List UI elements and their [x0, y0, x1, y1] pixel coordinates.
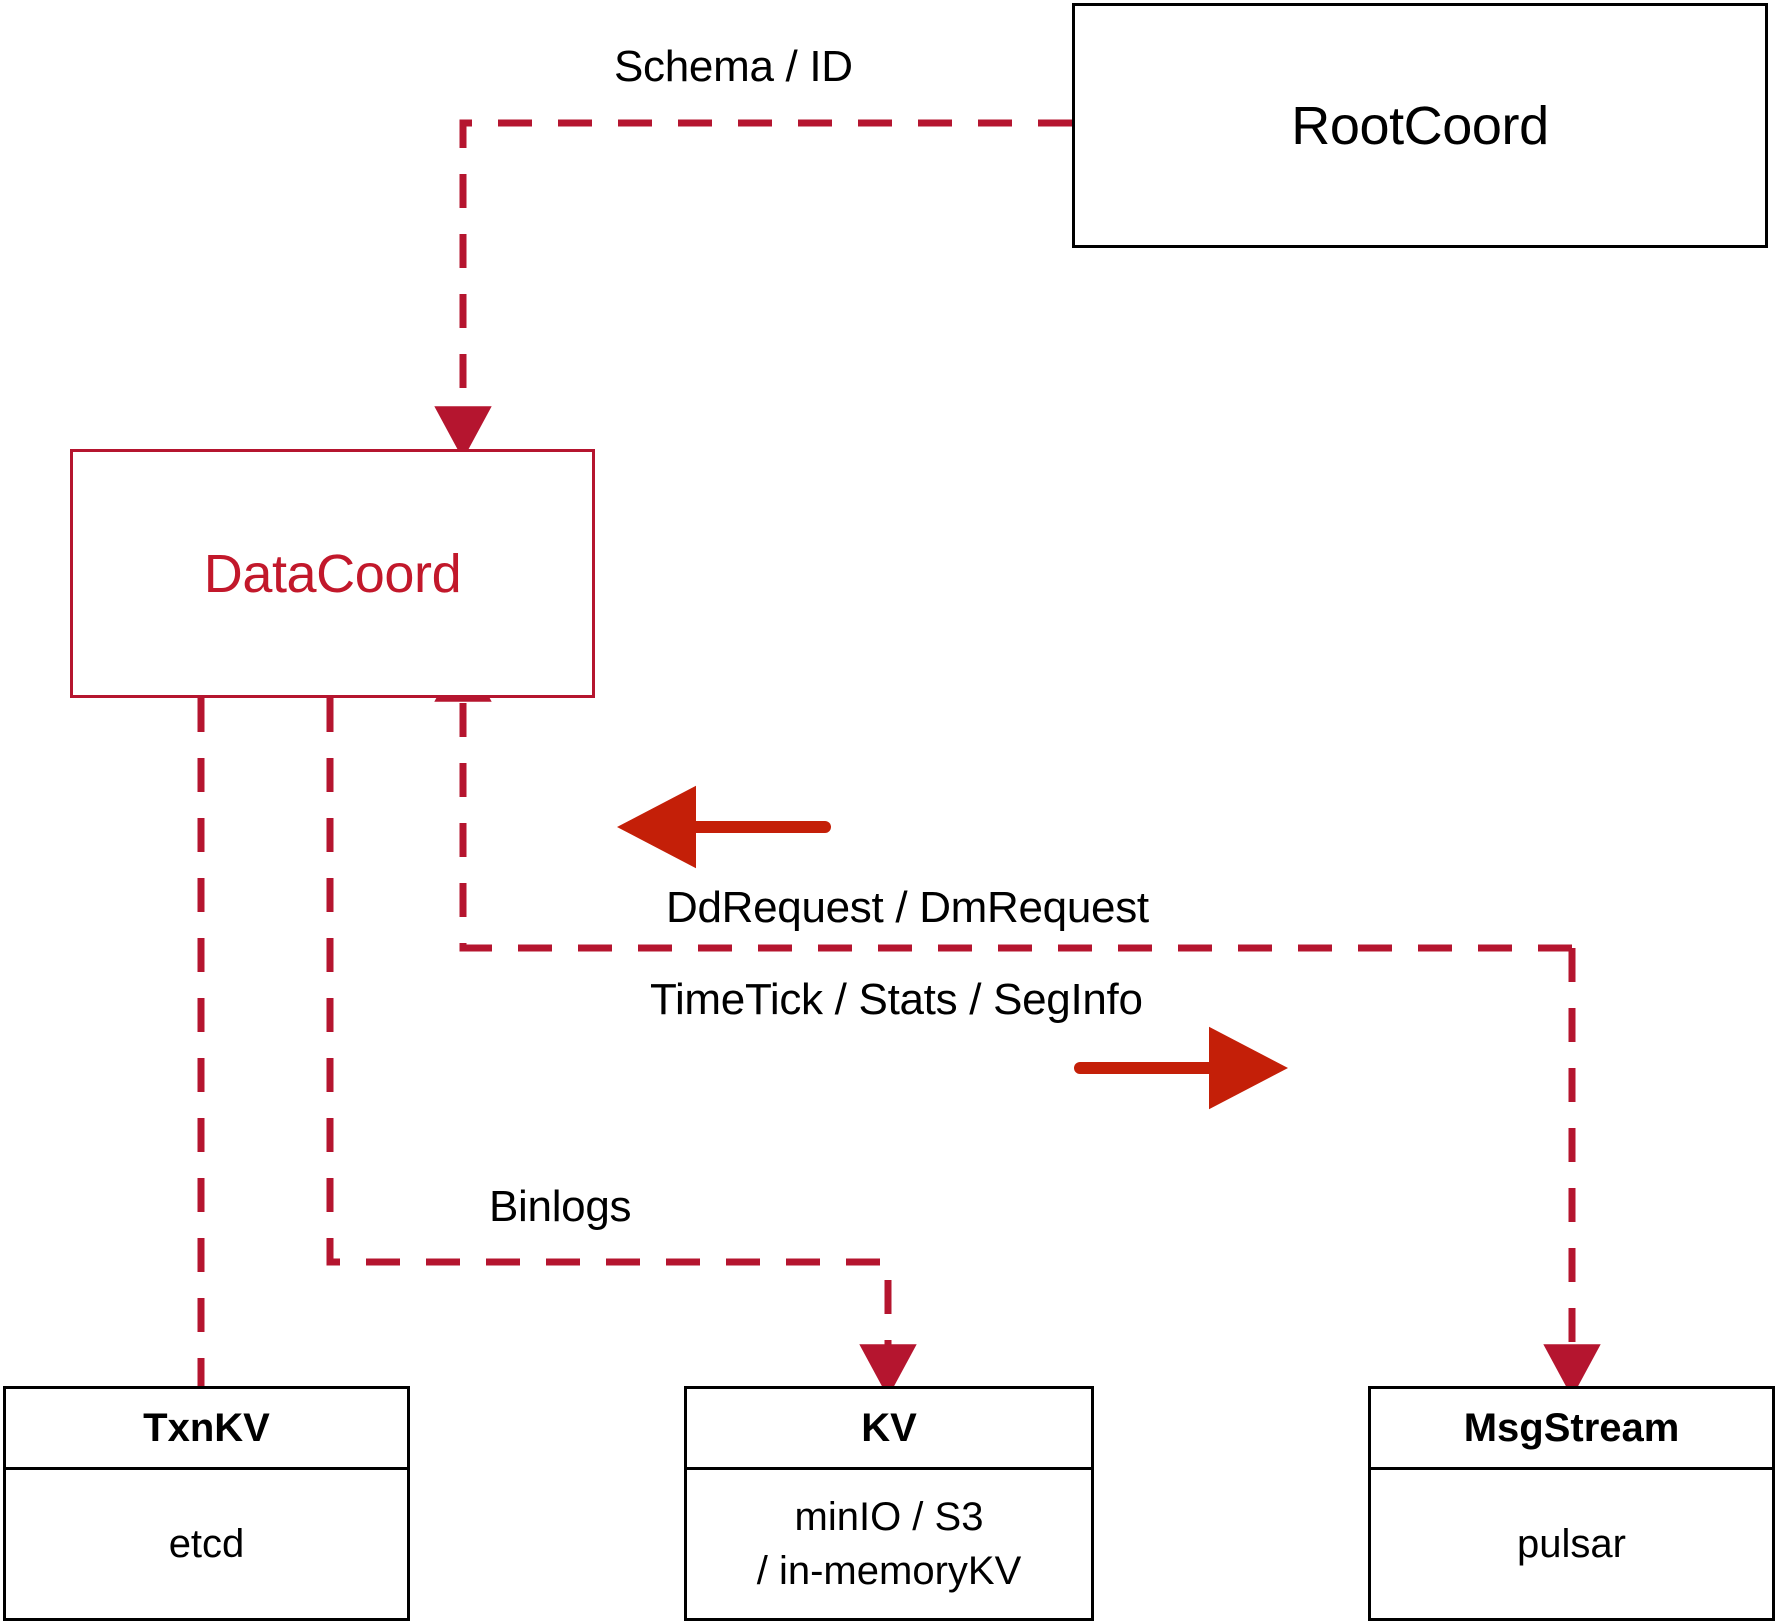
edge-label-ddrequest: DdRequest / DmRequest [666, 883, 1149, 932]
node-kv-body-line-2: / in-memoryKV [756, 1549, 1022, 1593]
node-msgstream-title: MsgStream [1371, 1389, 1772, 1470]
edge-label-binlogs: Binlogs [489, 1182, 632, 1231]
edge-datacoord-to-kv [326, 698, 917, 1398]
node-txnkv-title: TxnKV [6, 1389, 407, 1470]
edge-msgstream-to-datacoord [434, 648, 1572, 952]
node-kv-title: KV [687, 1389, 1091, 1470]
node-datacoord-label: DataCoord [203, 543, 462, 604]
node-txnkv-body: etcd [6, 1470, 407, 1618]
node-msgstream-body-line-1: pulsar [1517, 1522, 1626, 1566]
node-rootcoord-label: RootCoord [1291, 95, 1549, 156]
node-rootcoord[interactable]: RootCoord [1072, 3, 1768, 248]
edge-label-schema-id: Schema / ID [614, 42, 853, 91]
node-msgstream[interactable]: MsgStream pulsar [1368, 1386, 1775, 1621]
node-kv-body: minIO / S3 / in-memoryKV [687, 1470, 1091, 1618]
edge-label-timetick: TimeTick / Stats / SegInfo [650, 975, 1143, 1024]
node-txnkv[interactable]: TxnKV etcd [3, 1386, 410, 1621]
node-txnkv-body-line-1: etcd [168, 1522, 245, 1566]
node-msgstream-body: pulsar [1371, 1470, 1772, 1618]
node-kv[interactable]: KV minIO / S3 / in-memoryKV [684, 1386, 1094, 1621]
node-datacoord[interactable]: DataCoord [70, 449, 595, 698]
edge-rootcoord-to-datacoord [434, 119, 1072, 460]
node-kv-body-line-1: minIO / S3 [794, 1495, 984, 1539]
